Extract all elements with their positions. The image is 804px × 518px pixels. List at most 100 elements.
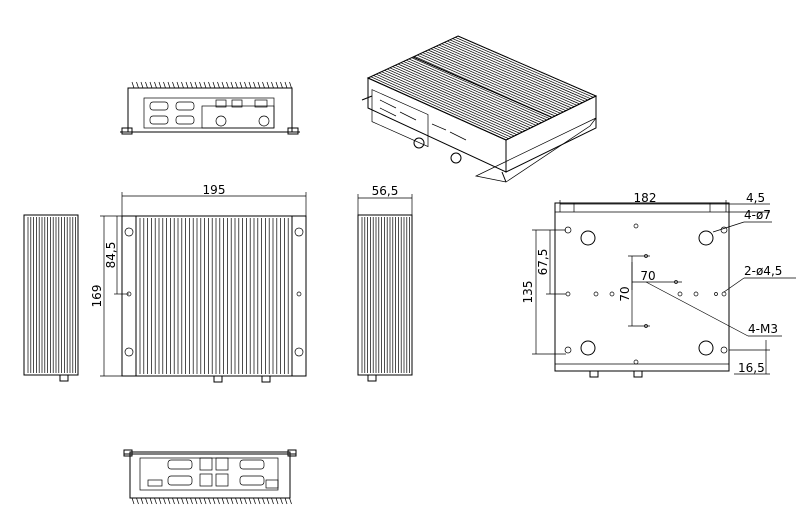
heatsink-fin xyxy=(226,81,229,89)
heatsink-fin xyxy=(136,81,139,89)
heatsink-fin xyxy=(149,81,153,89)
heatsink-fin xyxy=(289,497,292,505)
heatsink-fin xyxy=(226,497,229,505)
heatsink-fin xyxy=(392,66,531,129)
heatsink-fin xyxy=(248,497,252,505)
heatsink-fin xyxy=(284,497,288,505)
heatsink-fin xyxy=(403,61,542,123)
heatsink-fin xyxy=(386,68,526,131)
heatsink-fin xyxy=(425,50,564,113)
isometric-view xyxy=(361,35,598,183)
heatsink-fin xyxy=(411,57,550,119)
dim-bottom-half-height: 67,5 xyxy=(536,249,550,276)
heatsink-fin xyxy=(140,497,144,505)
dim-bottom-foot-offset: 16,5 xyxy=(738,361,765,375)
heatsink-fin xyxy=(230,497,234,505)
heatsink-fin xyxy=(444,42,583,103)
heatsink-fin xyxy=(266,497,270,505)
heatsink-fin xyxy=(389,67,528,130)
heatsink-fin xyxy=(181,81,184,89)
dim-bottom-width: 182 xyxy=(634,191,657,205)
heatsink-fin xyxy=(176,497,180,505)
dim-front-width: 195 xyxy=(203,183,226,197)
heatsink-fin xyxy=(395,64,534,127)
heatsink-fin xyxy=(203,81,207,89)
heatsink-fin xyxy=(441,43,580,105)
heatsink-fin xyxy=(145,497,148,505)
heatsink-fin xyxy=(430,48,569,110)
heatsink-fin xyxy=(172,81,175,89)
heatsink-fin xyxy=(212,497,216,505)
heatsink-fin xyxy=(131,81,135,89)
heatsink-fin xyxy=(154,81,157,89)
heatsink-fin xyxy=(262,81,265,89)
heatsink-fin xyxy=(167,497,171,505)
heatsink-fin xyxy=(275,497,279,505)
heatsink-fin xyxy=(158,81,162,89)
heatsink-fin xyxy=(190,81,193,89)
heatsink-fin xyxy=(235,81,238,89)
heatsink-fin xyxy=(194,81,198,89)
heatsink-fin xyxy=(154,497,157,505)
heatsink-fin xyxy=(406,59,545,122)
heatsink-fin xyxy=(367,77,507,141)
heatsink-fin xyxy=(384,70,523,133)
heatsink-fin xyxy=(230,81,234,89)
heatsink-fin xyxy=(136,497,139,505)
heatsink-fin xyxy=(449,39,588,101)
heatsink-fin xyxy=(257,81,261,89)
rear-panel-view-top xyxy=(120,81,300,135)
dim-side-depth: 56,5 xyxy=(372,184,399,198)
label-threads: 4-M3 xyxy=(748,322,778,336)
heatsink-fin xyxy=(452,38,591,99)
heatsink-fin xyxy=(190,497,193,505)
heatsink-fin xyxy=(275,81,279,89)
heatsink-fin xyxy=(378,72,518,135)
heatsink-fin xyxy=(438,44,578,106)
heatsink-fin xyxy=(370,76,509,139)
heatsink-fin xyxy=(271,81,274,89)
heatsink-fin xyxy=(185,497,189,505)
dim-center-horizontal: 70 xyxy=(640,269,655,283)
heatsink-fin xyxy=(244,497,247,505)
heatsink-fin xyxy=(244,81,247,89)
heatsink-fin xyxy=(149,497,153,505)
heatsink-fin xyxy=(446,40,586,102)
heatsink-fin xyxy=(262,497,265,505)
heatsink-fin xyxy=(217,81,220,89)
heatsink-fin xyxy=(455,36,594,98)
heatsink-fin xyxy=(289,81,292,89)
heatsink-fin xyxy=(284,81,288,89)
dim-bottom-height: 135 xyxy=(521,281,535,304)
heatsink-fin xyxy=(221,497,225,505)
heatsink-fin xyxy=(381,71,520,134)
dim-center-vertical: 70 xyxy=(618,286,632,301)
heatsink-fin xyxy=(212,81,216,89)
heatsink-fin xyxy=(373,75,512,138)
heatsink-fin xyxy=(457,35,597,97)
heatsink-fin xyxy=(253,81,256,89)
heatsink-fin xyxy=(248,81,252,89)
heatsink-fin xyxy=(433,47,572,109)
heatsink-fin xyxy=(376,73,515,137)
heatsink-fin xyxy=(217,497,220,505)
heatsink-fin xyxy=(176,81,180,89)
heatsink-fin xyxy=(194,497,198,505)
dim-bottom-edge-offset: 4,5 xyxy=(746,191,765,205)
heatsink-fin xyxy=(257,497,261,505)
heatsink-fin xyxy=(408,58,548,121)
heatsink-fin xyxy=(397,63,537,126)
heatsink-fin xyxy=(422,52,561,114)
heatsink-fin xyxy=(199,497,202,505)
heatsink-fin xyxy=(181,497,184,505)
right-side-view: 56,5 xyxy=(357,184,413,382)
heatsink-fin xyxy=(167,81,171,89)
heatsink-fin xyxy=(253,497,256,505)
label-corner-holes: 4-ø7 xyxy=(744,208,771,222)
label-small-holes: 2-ø4,5 xyxy=(744,264,782,278)
heatsink-fin xyxy=(271,497,274,505)
bottom-view: 182 4,5 4-ø7 2-ø4,5 4-M3 16,5 70 70 xyxy=(521,191,796,378)
dim-front-height: 169 xyxy=(90,285,104,308)
dim-front-mount-height: 84,5 xyxy=(104,242,118,269)
heatsink-fin xyxy=(203,497,207,505)
